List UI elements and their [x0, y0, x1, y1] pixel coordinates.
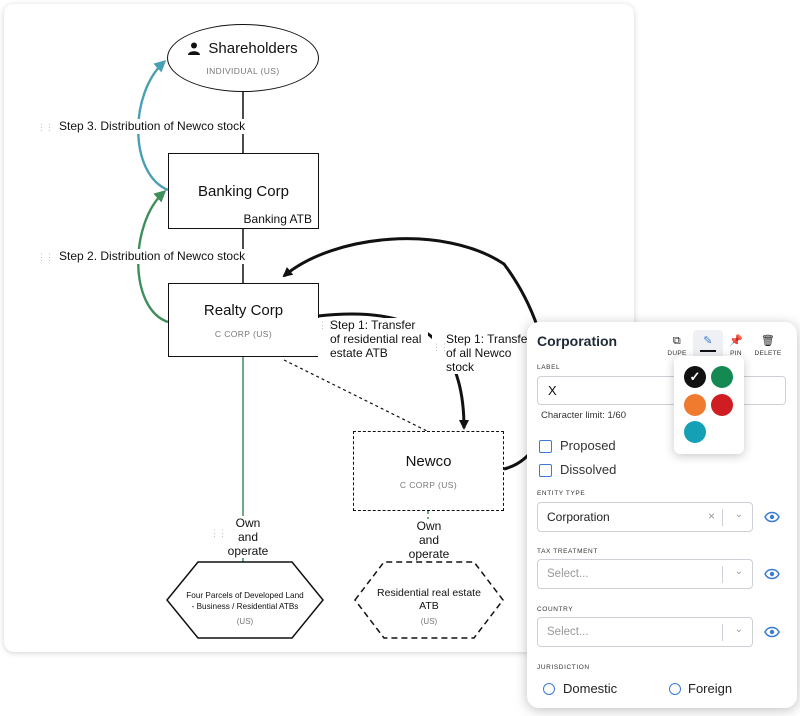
edge-label-step1a[interactable]: ⋮⋮ Step 1: Transfer of residential real …	[318, 318, 428, 360]
select-separator	[722, 624, 723, 641]
color-picker-popover: ✓	[674, 356, 744, 454]
residential-node-subtitle: (US)	[420, 617, 438, 626]
chevron-down-icon[interactable]: ⌄	[734, 509, 743, 520]
select-separator	[722, 509, 723, 526]
eye-icon[interactable]	[764, 626, 780, 638]
edge-realty-newco-dotted	[283, 359, 430, 433]
label-input[interactable]: X	[537, 376, 786, 405]
pin-icon: 📌	[729, 335, 743, 347]
newco-node[interactable]: Newco C CORP (US)	[353, 431, 504, 511]
banking-corp-title: Banking Corp	[198, 182, 289, 200]
eye-icon[interactable]	[764, 568, 780, 580]
edge-label-step1b[interactable]: ⋮⋮ Step 1: Transfer of all Newco stock	[432, 332, 542, 374]
parcels-node-subtitle: (US)	[236, 617, 254, 626]
drag-handle-icon[interactable]: ⋮⋮	[37, 122, 54, 132]
edge-step2-arrow	[137, 189, 169, 324]
edge-step1a-arrow	[317, 312, 469, 430]
realty-corp-title: Realty Corp	[203, 301, 284, 319]
drag-handle-icon[interactable]: ⋮⋮	[210, 528, 227, 538]
pencil-icon: ✎	[703, 335, 713, 347]
clear-icon[interactable]: ×	[707, 509, 715, 523]
shareholders-node[interactable]: Shareholders INDIVIDUAL (US)	[167, 24, 319, 92]
residential-node-title[interactable]: Residential real estate ATB	[377, 587, 481, 612]
shareholders-title: Shareholders	[208, 40, 298, 57]
swatch-green[interactable]	[711, 366, 733, 388]
realty-corp-subtitle: C CORP (US)	[214, 328, 273, 339]
tax-treatment-placeholder: Select...	[547, 568, 589, 580]
panel-title: Corporation	[537, 333, 618, 349]
tax-treatment-select[interactable]: Select... ⌄	[537, 559, 753, 589]
foreign-radio[interactable]	[669, 683, 681, 695]
select-separator	[722, 566, 723, 583]
person-icon	[188, 42, 201, 55]
character-limit: Character limit: 1/60	[541, 410, 627, 421]
jurisdiction-label: JURISDICTION	[537, 664, 590, 671]
domestic-radio[interactable]	[543, 683, 555, 695]
delete-button[interactable]: 🗑DELETE	[754, 335, 782, 357]
newco-subtitle: C CORP (US)	[399, 479, 458, 490]
entity-type-value: Corporation	[547, 510, 610, 524]
swatch-black[interactable]: ✓	[684, 366, 706, 388]
country-label: COUNTRY	[537, 606, 574, 613]
chevron-down-icon[interactable]: ⌄	[734, 566, 743, 577]
edge-label-own1[interactable]: ⋮⋮ Own and operate	[210, 516, 280, 558]
newco-title: Newco	[405, 452, 452, 470]
domestic-label: Domestic	[563, 681, 618, 696]
country-select[interactable]: Select... ⌄	[537, 617, 753, 647]
pin-button[interactable]: 📌PIN	[721, 334, 751, 357]
dissolved-checkbox[interactable]	[539, 464, 552, 477]
copy-icon: ⧉	[672, 335, 682, 347]
proposed-checkbox[interactable]	[539, 440, 552, 453]
banking-corp-node[interactable]: Banking Corp Banking ATB	[168, 153, 319, 229]
edge-label-own2[interactable]: Own and operate	[401, 519, 457, 561]
shareholders-subtitle: INDIVIDUAL (US)	[206, 66, 280, 76]
eye-icon[interactable]	[764, 511, 780, 523]
realty-corp-node[interactable]: Realty Corp C CORP (US)	[168, 283, 319, 357]
parcels-hexagon-shape	[166, 561, 324, 639]
edge-label-step2[interactable]: ⋮⋮Step 2. Distribution of Newco stock	[37, 249, 246, 264]
swatch-red[interactable]	[711, 394, 733, 416]
parcels-node-title[interactable]: Four Parcels of Developed Land - Busines…	[186, 591, 304, 611]
country-placeholder: Select...	[547, 626, 589, 638]
trash-icon: 🗑	[760, 335, 776, 347]
entity-type-label: ENTITY TYPE	[537, 490, 586, 497]
swatch-orange[interactable]	[684, 394, 706, 416]
drag-handle-icon[interactable]: ⋮⋮	[432, 342, 449, 352]
tax-treatment-label: TAX TREATMENT	[537, 548, 598, 555]
color-underline	[700, 350, 716, 352]
properties-panel: Corporation ⧉DUPE ✎ 📌PIN 🗑DELETE LABEL X…	[527, 322, 797, 708]
entity-type-select[interactable]: Corporation × ⌄	[537, 502, 753, 532]
banking-corp-tag: Banking ATB	[243, 212, 312, 226]
label-field-label: LABEL	[537, 364, 561, 371]
proposed-label: Proposed	[560, 438, 616, 453]
drag-handle-icon[interactable]: ⋮⋮	[37, 252, 54, 262]
dissolved-label: Dissolved	[560, 462, 617, 477]
residential-hexagon-shape	[354, 561, 504, 639]
swatch-teal[interactable]	[684, 421, 706, 443]
foreign-label: Foreign	[688, 681, 733, 696]
chevron-down-icon[interactable]: ⌄	[734, 624, 743, 635]
dupe-button[interactable]: ⧉DUPE	[662, 334, 692, 357]
edge-label-step3[interactable]: ⋮⋮Step 3. Distribution of Newco stock	[37, 119, 246, 134]
drag-handle-icon[interactable]: ⋮⋮	[318, 320, 335, 330]
